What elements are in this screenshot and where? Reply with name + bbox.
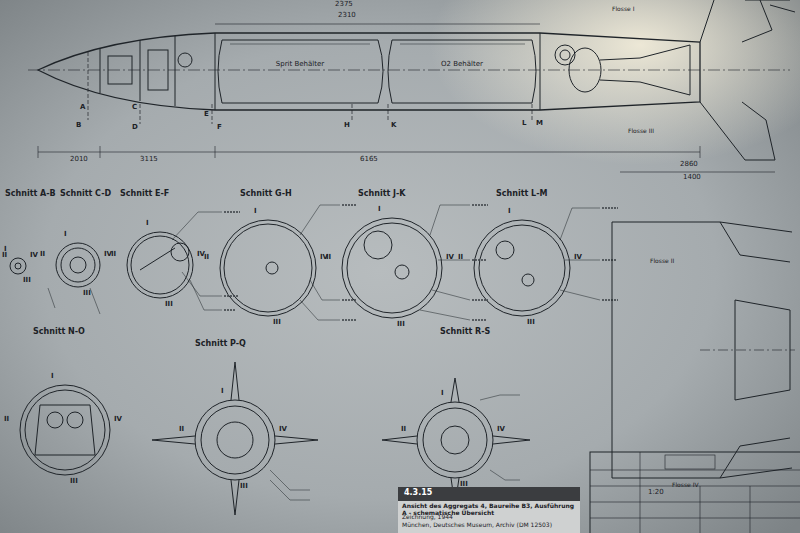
drawing-label: Flosse IV bbox=[672, 482, 699, 489]
drawing-label: München, Deutsches Museum, Archiv (DM 12… bbox=[402, 522, 552, 529]
drawing-label: I bbox=[508, 208, 511, 216]
drawing-label: IV bbox=[104, 251, 112, 259]
drawing-label: III bbox=[70, 478, 78, 486]
section-title: Schnitt R-S bbox=[440, 328, 490, 337]
drawing-label: A bbox=[80, 104, 85, 112]
drawing-label: 2310 bbox=[338, 12, 356, 20]
drawing-label: III bbox=[273, 319, 281, 327]
drawing-label: 6165 bbox=[360, 156, 378, 164]
drawing-label: I bbox=[51, 373, 54, 381]
drawing-label: III bbox=[397, 321, 405, 329]
drawing-label: M bbox=[536, 120, 543, 128]
drawing-label: I bbox=[146, 220, 149, 228]
drawing-label: IV bbox=[497, 426, 505, 434]
drawing-label: Flosse I bbox=[612, 6, 634, 13]
drawing-label: I bbox=[378, 206, 381, 214]
drawing-label: IV bbox=[114, 416, 122, 424]
drawing-label: E bbox=[204, 111, 209, 119]
drawing-label: L bbox=[522, 120, 526, 128]
drawing-label: II bbox=[204, 254, 209, 262]
section-title: Schnitt C-D bbox=[60, 190, 111, 199]
drawing-label: II bbox=[2, 252, 7, 260]
drawing-label: IV bbox=[30, 252, 38, 260]
drawing-label: I bbox=[254, 208, 257, 216]
drawing-label: IV bbox=[279, 426, 287, 434]
tank-label: Sprit Behälter bbox=[276, 60, 324, 68]
drawing-label: II bbox=[458, 254, 463, 262]
drawing-label: III bbox=[460, 481, 468, 489]
drawing-label: D bbox=[132, 124, 138, 132]
drawing-label: 1:20 bbox=[648, 489, 664, 497]
caption: Ansicht des Aggregats 4, Baureihe B3, Au… bbox=[402, 503, 578, 516]
drawing-label: III bbox=[527, 319, 535, 327]
tank-section: O2 Behälter bbox=[441, 60, 483, 68]
drawing-label: III bbox=[240, 483, 248, 491]
drawing-label: I bbox=[64, 231, 67, 239]
drawing-label: H bbox=[344, 122, 350, 130]
drawing-label: IV bbox=[197, 251, 205, 259]
drawing-label: C bbox=[132, 104, 137, 112]
section-title: Schnitt A-B bbox=[5, 190, 56, 199]
drawing-label: 2375 bbox=[335, 1, 353, 9]
section-title: Schnitt N-O bbox=[33, 328, 85, 337]
drawing-label: II bbox=[40, 251, 45, 259]
drawing-label: IV bbox=[574, 254, 582, 262]
tank-section: Sprit Behälter bbox=[276, 60, 324, 68]
drawing-label: B bbox=[76, 122, 81, 130]
drawing-label: II bbox=[179, 426, 184, 434]
drawing-label: III bbox=[165, 301, 173, 309]
section-title: Schnitt P-Q bbox=[195, 340, 246, 349]
section-title: Schnitt G-H bbox=[240, 190, 292, 199]
section-title: Schnitt E-F bbox=[120, 190, 169, 199]
drawing-label: 1400 bbox=[683, 174, 701, 182]
drawing-label: Flosse II bbox=[650, 258, 674, 265]
drawing-label: III bbox=[23, 277, 31, 285]
section-title: Schnitt J-K bbox=[358, 190, 406, 199]
drawing-label: Flosse III bbox=[628, 128, 654, 135]
section-title: Schnitt L-M bbox=[496, 190, 547, 199]
drawing-label: 4.3.15 bbox=[404, 489, 432, 498]
drawing-label: I bbox=[221, 388, 224, 396]
drawing-label: 2010 bbox=[70, 156, 88, 164]
drawing-label: II bbox=[4, 416, 9, 424]
drawing-label: 2860 bbox=[680, 161, 698, 169]
drawing-label: II bbox=[111, 251, 116, 259]
drawing-label: F bbox=[217, 124, 222, 132]
drawing-label: K bbox=[391, 122, 396, 130]
drawing-label: III bbox=[83, 290, 91, 298]
tank-label: O2 Behälter bbox=[441, 60, 483, 68]
drawing-label: II bbox=[401, 426, 406, 434]
drawing-label: 3115 bbox=[140, 156, 158, 164]
drawing-label: I bbox=[441, 390, 444, 398]
drawing-label: II bbox=[326, 254, 331, 262]
drawing-label: IV bbox=[446, 254, 454, 262]
